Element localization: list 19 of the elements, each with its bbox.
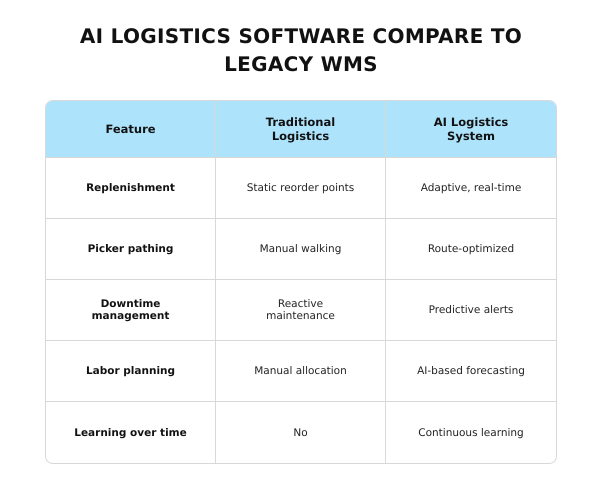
column-header: Traditional Logistics [216,101,386,158]
table-cell: Reactive maintenance [216,280,386,341]
title-heading: AI LOGISTICS SOFTWARE COMPARE TO LEGACY WMS [78,23,524,78]
row-label: Downtime management [46,280,216,341]
row-label: Picker pathing [46,219,216,280]
table-cell: Manual allocation [216,341,386,402]
table-cell: AI-based forecasting [386,341,556,402]
row-label: Learning over time [46,402,216,463]
table-cell: Predictive alerts [386,280,556,341]
table-cell: Manual walking [216,219,386,280]
row-label: Labor planning [46,341,216,402]
table-cell: Static reorder points [216,158,386,219]
column-header: Feature [46,101,216,158]
table-cell: Route-optimized [386,219,556,280]
column-header: AI Logistics System [386,101,556,158]
row-label: Replenishment [46,158,216,219]
table-cell-text: Continuous learning [417,426,525,440]
table-cell: No [216,402,386,463]
table-cell: Adaptive, real-time [386,158,556,219]
